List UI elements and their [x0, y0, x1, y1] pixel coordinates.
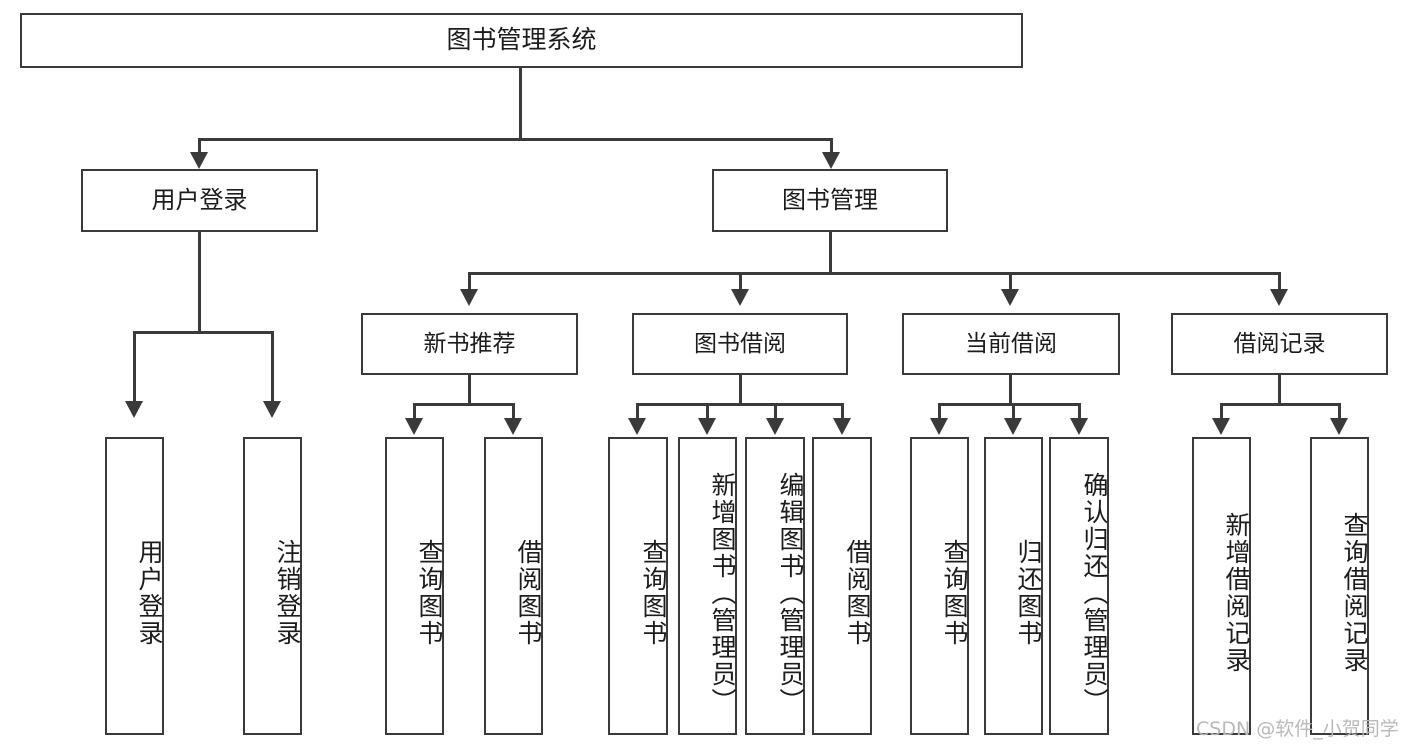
connector-root-to-user-login	[198, 138, 201, 154]
node-label: 归还图书	[1014, 539, 1043, 647]
connector-br-to-leaf-2	[1338, 403, 1341, 420]
connector-borrow-records-stem	[1278, 375, 1281, 405]
node-book-borrow[interactable]: 图书借阅	[632, 313, 848, 375]
leaf-add-borrow-record[interactable]: 新增借阅记录	[1192, 437, 1251, 735]
leaf-return-books[interactable]: 归还图书	[984, 437, 1043, 735]
leaf-borrow-books-new[interactable]: 借阅图书	[484, 437, 543, 735]
connector-cb-to-leaf-2	[1012, 403, 1015, 420]
node-user-login[interactable]: 用户登录	[81, 169, 318, 232]
node-label: 用户登录	[151, 185, 248, 214]
leaf-user-login[interactable]: 用户登录	[105, 437, 164, 735]
connector-cb-to-leaf-3	[1078, 403, 1081, 420]
node-label: 图书借阅	[694, 330, 786, 357]
node-label: 注销登录	[273, 539, 302, 647]
leaf-borrow-books[interactable]: 借阅图书	[812, 437, 872, 735]
arrow-user-login-to-leaf-1	[125, 401, 143, 418]
connector-bb-to-leaf-2	[706, 403, 709, 420]
node-label: 新增借阅记录	[1222, 512, 1251, 674]
node-borrow-records[interactable]: 借阅记录	[1171, 313, 1388, 375]
connector-bm-to-borrow-books	[739, 272, 742, 291]
connector-user-login-to-leaf-2	[271, 331, 274, 403]
arrow-bb-to-leaf-2	[698, 418, 716, 435]
connector-root-bus	[198, 138, 833, 141]
arrow-bm-to-borrow-records	[1270, 289, 1288, 306]
node-label: 查询图书	[415, 539, 444, 647]
connector-root-to-book-management	[830, 138, 833, 154]
arrow-cb-to-leaf-1	[930, 418, 948, 435]
node-current-borrow[interactable]: 当前借阅	[902, 313, 1120, 375]
connector-book-management-stem	[829, 232, 832, 274]
leaf-query-books-new[interactable]: 查询图书	[385, 437, 444, 735]
arrow-bb-to-leaf-3	[766, 418, 784, 435]
node-label: 借阅记录	[1233, 330, 1326, 357]
connector-user-login-bus	[133, 331, 273, 334]
connector-bm-to-new-books	[468, 272, 471, 291]
connector-br-to-leaf-1	[1220, 403, 1223, 420]
connector-user-login-stem	[198, 232, 201, 333]
arrow-br-to-leaf-2	[1330, 418, 1348, 435]
arrow-bm-to-new-books	[460, 289, 478, 306]
connector-user-login-to-leaf-1	[133, 331, 136, 403]
node-label: 查询图书	[639, 539, 668, 647]
leaf-edit-book-admin[interactable]: 编辑图书（管理员）	[745, 437, 805, 735]
node-book-management[interactable]: 图书管理	[712, 169, 948, 232]
leaf-query-books-borrow[interactable]: 查询图书	[608, 437, 668, 735]
connector-new-books-stem	[468, 375, 471, 405]
arrow-root-to-book-management	[822, 152, 840, 169]
connector-bb-to-leaf-4	[841, 403, 844, 420]
arrow-user-login-to-leaf-2	[263, 401, 281, 418]
node-label: 借阅图书	[843, 539, 872, 647]
node-label: 新书推荐	[423, 330, 516, 357]
connector-cb-to-leaf-1	[938, 403, 941, 420]
node-label: 图书管理系统	[446, 25, 597, 55]
arrow-bm-to-borrow-books	[731, 289, 749, 306]
leaf-add-book-admin[interactable]: 新增图书（管理员）	[678, 437, 737, 735]
node-label: 当前借阅	[965, 330, 1057, 357]
watermark-text: CSDN @软件_小贺同学	[1196, 718, 1399, 740]
node-new-book-recommend[interactable]: 新书推荐	[361, 313, 578, 375]
connector-borrow-records-bus	[1220, 403, 1340, 406]
leaf-query-borrow-record[interactable]: 查询借阅记录	[1310, 437, 1369, 735]
arrow-cb-to-leaf-2	[1004, 418, 1022, 435]
arrow-cb-to-leaf-3	[1070, 418, 1088, 435]
connector-root-stem	[519, 68, 522, 138]
connector-book-borrow-stem	[739, 375, 742, 405]
connector-nb-to-leaf-1	[413, 403, 416, 420]
node-label: 借阅图书	[514, 539, 543, 647]
connector-bm-to-borrow-records	[1278, 272, 1281, 291]
arrow-root-to-user-login	[190, 152, 208, 169]
connector-book-borrow-bus	[636, 403, 843, 406]
node-label: 用户登录	[135, 539, 164, 647]
connector-bb-to-leaf-1	[636, 403, 639, 420]
arrow-bm-to-current-borrow	[1001, 289, 1019, 306]
arrow-nb-to-leaf-1	[405, 418, 423, 435]
leaf-confirm-return-admin[interactable]: 确认归还（管理员）	[1049, 437, 1109, 735]
leaf-logout[interactable]: 注销登录	[243, 437, 302, 735]
arrow-bb-to-leaf-4	[833, 418, 851, 435]
connector-bm-to-current-borrow	[1009, 272, 1012, 291]
connector-nb-to-leaf-2	[512, 403, 515, 420]
node-label: 新增图书（管理员）	[708, 471, 737, 715]
connector-current-borrow-stem	[1009, 375, 1012, 405]
leaf-query-books-current[interactable]: 查询图书	[910, 437, 969, 735]
node-label: 查询图书	[940, 539, 969, 647]
arrow-bb-to-leaf-1	[628, 418, 646, 435]
node-label: 确认归还（管理员）	[1080, 471, 1109, 715]
node-label: 编辑图书（管理员）	[776, 471, 805, 715]
node-root-library-management-system[interactable]: 图书管理系统	[20, 13, 1023, 68]
connector-current-borrow-bus	[938, 403, 1080, 406]
csdn-watermark: CSDN @软件_小贺同学	[1196, 714, 1399, 741]
arrow-br-to-leaf-1	[1212, 418, 1230, 435]
connector-bb-to-leaf-3	[774, 403, 777, 420]
arrow-nb-to-leaf-2	[504, 418, 522, 435]
node-label: 图书管理	[782, 185, 878, 214]
connector-new-books-bus	[413, 403, 514, 406]
connector-book-management-bus	[468, 272, 1280, 275]
node-label: 查询借阅记录	[1340, 512, 1369, 674]
